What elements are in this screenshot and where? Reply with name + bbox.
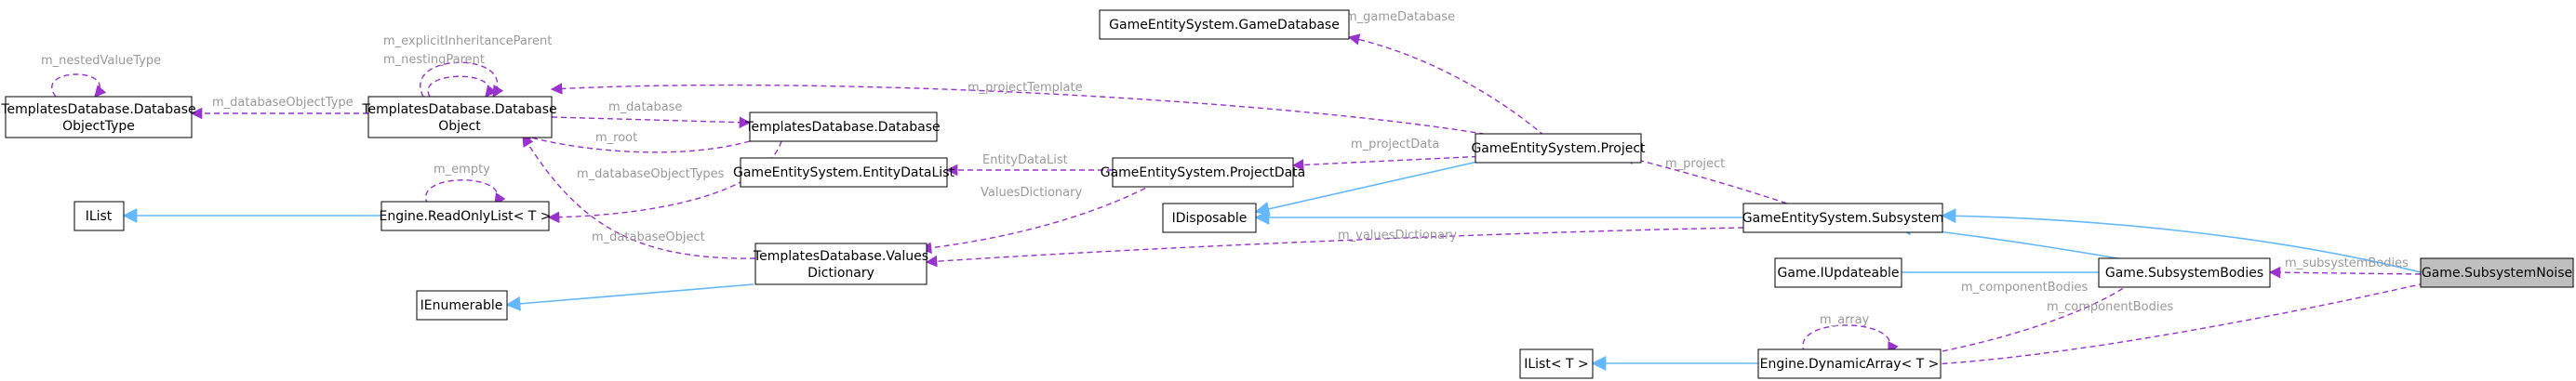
- label-values-dictionary: m_valuesDictionary: [1338, 229, 1457, 243]
- inheritance-edges: [122, 157, 2422, 371]
- edge-component-bodies-2: [1916, 282, 2425, 371]
- node-label-line: TemplatesDatabase.Values: [753, 249, 928, 264]
- label-explicit-inheritance-parent: m_explicitInheritanceParent: [383, 34, 552, 48]
- label-subsystem-bodies: m_subsystemBodies: [2285, 256, 2409, 270]
- edge-empty: [425, 179, 506, 206]
- node-ilist[interactable]: IList: [73, 201, 125, 231]
- node-entity-data-list[interactable]: GameEntitySystem.EntityDataList: [733, 157, 954, 188]
- label-root: m_root: [595, 131, 637, 145]
- label-entity-data-list: EntityDataList: [982, 153, 1068, 167]
- edge-noise-subsystem: [1941, 208, 2422, 273]
- edge-project-template: [550, 83, 1495, 137]
- node-ilist-t[interactable]: IList< T >: [1519, 348, 1594, 379]
- label-database-object-types: m_databaseObjectTypes: [577, 167, 725, 181]
- label-project-data: m_projectData: [1351, 138, 1439, 151]
- edge-database: [551, 116, 752, 128]
- label-array: m_array: [1820, 313, 1870, 327]
- label-nested-value-type: m_nestedValueType: [41, 54, 161, 68]
- node-dynamic-array[interactable]: Engine.DynamicArray< T >: [1757, 348, 1942, 379]
- edge-root: [519, 132, 751, 153]
- label-database-object: m_databaseObject: [592, 230, 705, 244]
- node-label-line: GameEntitySystem.GameDatabase: [1109, 18, 1340, 33]
- node-label-line: Game.IUpdateable: [1778, 266, 1900, 281]
- node-label-line: Game.SubsystemNoise: [2422, 266, 2572, 281]
- node-label-line: Dictionary: [808, 266, 874, 281]
- node-label-line: GameEntitySystem.Project: [1471, 141, 1646, 156]
- node-label-line: IList< T >: [1524, 357, 1589, 372]
- edge-values-dictionary: [925, 227, 1744, 268]
- node-label-line: TemplatesDatabase.Database: [361, 102, 556, 117]
- edge-explicit-inheritance-parent: [420, 61, 504, 99]
- label-component-bodies-2: m_componentBodies: [2047, 300, 2173, 314]
- edge-subsystem-bodies: [2268, 266, 2422, 279]
- label-project-template: m_projectTemplate: [968, 81, 1083, 95]
- edge-nesting-parent: [427, 75, 497, 98]
- node-iupdateable[interactable]: Game.IUpdateable: [1774, 257, 1902, 288]
- node-label-line: ObjectType: [62, 119, 135, 134]
- node-database-object-type[interactable]: TemplatesDatabase.Database ObjectType: [0, 96, 196, 138]
- node-values-dictionary[interactable]: TemplatesDatabase.Values Dictionary: [753, 243, 928, 285]
- label-nesting-parent: m_nestingParent: [383, 53, 485, 67]
- edge-nested-value-type: [51, 73, 107, 98]
- edge-valuesdict-ienumerable: [505, 283, 754, 311]
- node-label-line: TemplatesDatabase.Database: [744, 120, 940, 135]
- node-label-line: IDisposable: [1172, 211, 1248, 226]
- label-empty: m_empty: [434, 163, 490, 177]
- node-project-data[interactable]: GameEntitySystem.ProjectData: [1101, 157, 1306, 188]
- label-values-dictionary-label: ValuesDictionary: [981, 186, 1082, 200]
- node-project[interactable]: GameEntitySystem.Project: [1471, 133, 1646, 164]
- label-database: m_database: [608, 100, 682, 114]
- label-database-object-type: m_databaseObjectType: [212, 96, 354, 110]
- node-label-line: Engine.ReadOnlyList< T >: [379, 209, 551, 224]
- edge-game-database: [1347, 33, 1545, 137]
- node-label-line: IEnumerable: [420, 298, 503, 313]
- node-subsystem[interactable]: GameEntitySystem.Subsystem: [1742, 203, 1943, 233]
- node-label-line: GameEntitySystem.ProjectData: [1101, 165, 1306, 180]
- label-component-bodies-1: m_componentBodies: [1961, 281, 2088, 295]
- node-ienumerable[interactable]: IEnumerable: [416, 290, 508, 321]
- node-label-line: Object: [438, 119, 481, 134]
- node-idisposable[interactable]: IDisposable: [1162, 203, 1257, 233]
- node-label-line: TemplatesDatabase.Database: [0, 102, 195, 117]
- edge-array: [1802, 324, 1899, 355]
- node-subsystem-bodies[interactable]: Game.SubsystemBodies: [2098, 257, 2271, 288]
- edge-values-dictionary-label: [919, 183, 1155, 254]
- node-database[interactable]: TemplatesDatabase.Database: [744, 112, 941, 142]
- node-label-line: GameEntitySystem.Subsystem: [1742, 211, 1943, 226]
- nodes: TemplatesDatabase.Database ObjectType Te…: [0, 9, 2574, 379]
- node-readonly-list[interactable]: Engine.ReadOnlyList< T >: [379, 201, 552, 231]
- node-label-line: GameEntitySystem.EntityDataList: [733, 165, 954, 180]
- node-label-line: Engine.DynamicArray< T >: [1760, 357, 1940, 372]
- edge-project-idisposable: [1254, 157, 1495, 217]
- node-label-line: IList: [86, 209, 113, 224]
- label-game-database: m_gameDatabase: [1345, 10, 1455, 24]
- edge-project-data: [1291, 155, 1488, 171]
- edge-labels: m_nestedValueType m_explicitInheritanceP…: [41, 10, 2409, 327]
- node-subsystem-noise[interactable]: Game.SubsystemNoise: [2420, 257, 2574, 288]
- node-label-line: Game.SubsystemBodies: [2105, 266, 2263, 281]
- label-project: m_project: [1665, 157, 1725, 171]
- edge-component-bodies-1: [1910, 282, 2131, 361]
- node-database-object[interactable]: TemplatesDatabase.Database Object: [361, 96, 557, 138]
- node-game-database[interactable]: GameEntitySystem.GameDatabase: [1099, 9, 1350, 40]
